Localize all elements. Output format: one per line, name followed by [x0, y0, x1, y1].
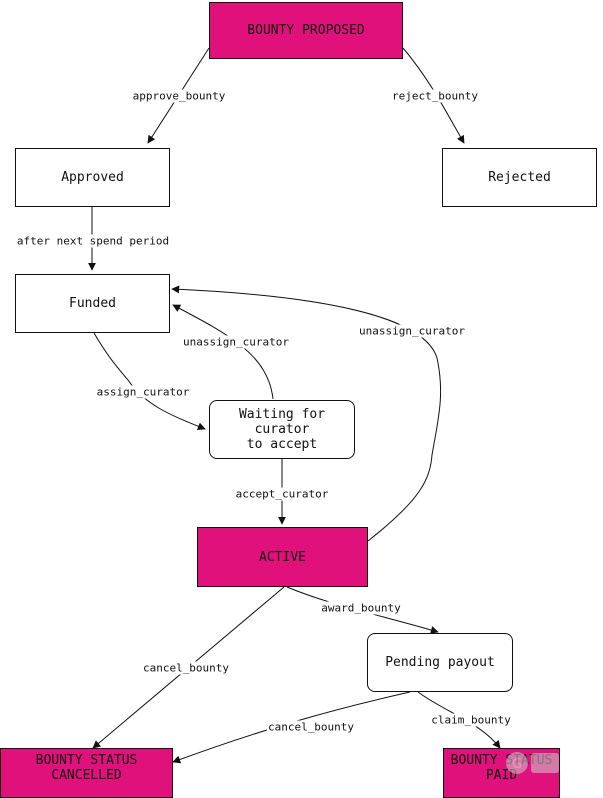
edge-label-reject: reject_bounty [390, 89, 480, 103]
state-active: ACTIVE [197, 527, 368, 587]
arrow-assign [93, 332, 206, 431]
edge-label-accept: accept_curator [234, 487, 330, 501]
state-bounty-proposed: BOUNTY PROPOSED [209, 2, 403, 59]
watermark-logo-icon: G [506, 752, 559, 774]
state-funded-label: Funded [69, 296, 116, 311]
state-cancelled-label: BOUNTY STATUS CANCELLED [35, 753, 138, 783]
state-approved: Approved [15, 148, 170, 207]
state-pending-payout: Pending payout [367, 633, 513, 692]
state-rejected: Rejected [442, 148, 597, 207]
svg-text:G: G [512, 757, 522, 772]
arrow-unassign-active [171, 285, 442, 542]
edge-label-cancel-pending: cancel_bounty [266, 720, 356, 734]
state-approved-label: Approved [61, 170, 124, 185]
edge-label-cancel-active: cancel_bounty [141, 661, 231, 675]
state-active-label: ACTIVE [259, 549, 306, 565]
edge-label-unassign-waiting: unassign_curator [182, 335, 290, 349]
state-waiting-label: Waiting for curator to accept [238, 407, 326, 452]
state-pending-label: Pending payout [385, 655, 495, 670]
edge-label-unassign-active: unassign_curator [358, 324, 466, 338]
edge-label-assign: assign_curator [95, 385, 191, 399]
edge-label-approve: approve_bounty [131, 89, 227, 103]
edge-label-claim: claim_bounty [430, 713, 512, 727]
edge-label-spend: after next spend period [15, 234, 171, 248]
state-bounty-cancelled: BOUNTY STATUS CANCELLED [0, 748, 173, 798]
state-funded: Funded [15, 274, 170, 333]
edge-label-award: award_bounty [320, 601, 402, 615]
state-bounty-proposed-label: BOUNTY PROPOSED [247, 23, 365, 38]
state-waiting-for-curator: Waiting for curator to accept [209, 400, 355, 459]
state-rejected-label: Rejected [488, 170, 551, 185]
